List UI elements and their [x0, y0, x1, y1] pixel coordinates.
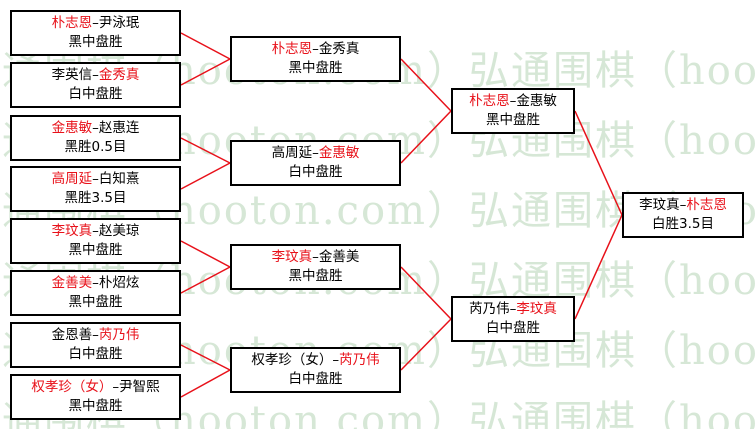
connector-line: [180, 240, 231, 268]
match-box-r3-1: 朴志恩–金惠敏 黑中盘胜: [451, 88, 575, 134]
connector-line: [180, 137, 231, 164]
player-1: 李玟真: [51, 223, 93, 239]
separator: –: [92, 275, 99, 291]
connector-line: [180, 369, 231, 398]
separator: –: [92, 15, 99, 31]
player-1: 李玟真: [639, 197, 680, 213]
player-2: 金秀真: [318, 41, 360, 57]
player-1: 朴志恩: [51, 15, 93, 31]
match-box-r2-2: 高周延–金惠敏 白中盘胜: [230, 140, 401, 186]
match-box-r1-7: 金恩善–芮乃伟 白中盘胜: [10, 322, 181, 368]
player-1: 权孝珍（女）: [31, 379, 113, 395]
connector-line: [180, 266, 231, 294]
separator: –: [92, 67, 99, 83]
match-result: 黑中盘胜: [288, 268, 343, 284]
match-box-r1-4: 高周延–白知熹 黑胜3.5目: [10, 166, 181, 212]
match-box-r1-2: 李英信–金秀真 白中盘胜: [10, 62, 181, 108]
separator: –: [92, 120, 99, 136]
match-box-r1-5: 李玟真–赵美琼 黑中盘胜: [10, 218, 181, 264]
connector-line: [400, 318, 452, 371]
connector-line: [180, 32, 231, 60]
match-box-final: 李玟真–朴志恩 白胜3.5目: [622, 192, 744, 238]
connector-line: [574, 110, 623, 216]
connector-line: [574, 214, 623, 320]
player-2: 尹泳珉: [98, 15, 140, 31]
separator: –: [509, 93, 517, 109]
player-1: 朴志恩: [271, 41, 313, 57]
separator: –: [112, 379, 120, 395]
player-2: 白知熹: [98, 171, 140, 187]
match-result: 黑中盘胜: [486, 112, 540, 128]
player-1: 朴志恩: [469, 93, 510, 109]
separator: –: [679, 197, 687, 213]
player-2: 金惠敏: [318, 145, 360, 161]
player-2: 芮乃伟: [339, 352, 380, 368]
match-result: 白中盘胜: [486, 320, 540, 336]
player-2: 芮乃伟: [98, 327, 140, 343]
match-result: 白中盘胜: [288, 164, 343, 180]
player-1: 权孝珍（女）: [251, 352, 333, 368]
connector-line: [400, 110, 452, 164]
match-box-r2-1: 朴志恩–金秀真 黑中盘胜: [230, 36, 401, 82]
separator: –: [312, 41, 319, 57]
match-result: 黑中盘胜: [288, 60, 343, 76]
match-result: 黑中盘胜: [68, 398, 123, 414]
player-1: 李英信: [51, 67, 93, 83]
player-2: 尹智熙: [119, 379, 160, 395]
match-result: 黑中盘胜: [68, 242, 123, 258]
connector-line: [180, 162, 231, 190]
separator: –: [312, 145, 319, 161]
player-1: 金恩善: [51, 327, 93, 343]
connector-line: [400, 266, 452, 320]
separator: –: [92, 171, 99, 187]
match-box-r1-1: 朴志恩–尹泳珉 黑中盘胜: [10, 10, 181, 56]
match-box-r2-4: 权孝珍（女）–芮乃伟 白中盘胜: [230, 347, 401, 393]
player-2: 朴炤炫: [98, 275, 140, 291]
separator: –: [509, 301, 517, 317]
match-result: 白中盘胜: [68, 346, 123, 362]
match-result: 白中盘胜: [68, 86, 123, 102]
connector-line: [400, 58, 452, 112]
player-2: 金秀真: [98, 67, 140, 83]
match-result: 黑胜0.5目: [64, 139, 127, 155]
separator: –: [92, 223, 99, 239]
player-2: 赵惠连: [98, 120, 140, 136]
match-box-r1-3: 金惠敏–赵惠连 黑胜0.5目: [10, 115, 181, 161]
separator: –: [332, 352, 340, 368]
player-1: 金惠敏: [51, 120, 93, 136]
connector-line: [180, 58, 231, 86]
player-2: 朴志恩: [686, 197, 727, 213]
match-result: 白中盘胜: [288, 371, 343, 387]
player-2: 赵美琼: [98, 223, 140, 239]
player-1: 高周延: [51, 171, 93, 187]
player-1: 金善美: [51, 275, 93, 291]
player-1: 高周延: [271, 145, 313, 161]
match-result: 黑胜3.5目: [64, 190, 127, 206]
match-box-r3-2: 芮乃伟–李玟真 白中盘胜: [451, 296, 575, 342]
match-box-r2-3: 李玟真–金善美 黑中盘胜: [230, 244, 401, 290]
player-1: 李玟真: [271, 249, 313, 265]
match-box-r1-8: 权孝珍（女）–尹智熙 黑中盘胜: [10, 374, 181, 420]
connector-line: [180, 344, 231, 371]
player-2: 金惠敏: [516, 93, 557, 109]
separator: –: [312, 249, 319, 265]
player-1: 芮乃伟: [469, 301, 510, 317]
match-result: 黑中盘胜: [68, 34, 123, 50]
match-result: 白胜3.5目: [652, 216, 714, 232]
match-result: 黑中盘胜: [68, 294, 123, 310]
separator: –: [92, 327, 99, 343]
player-2: 金善美: [318, 249, 360, 265]
player-2: 李玟真: [516, 301, 557, 317]
match-box-r1-6: 金善美–朴炤炫 黑中盘胜: [10, 270, 181, 316]
